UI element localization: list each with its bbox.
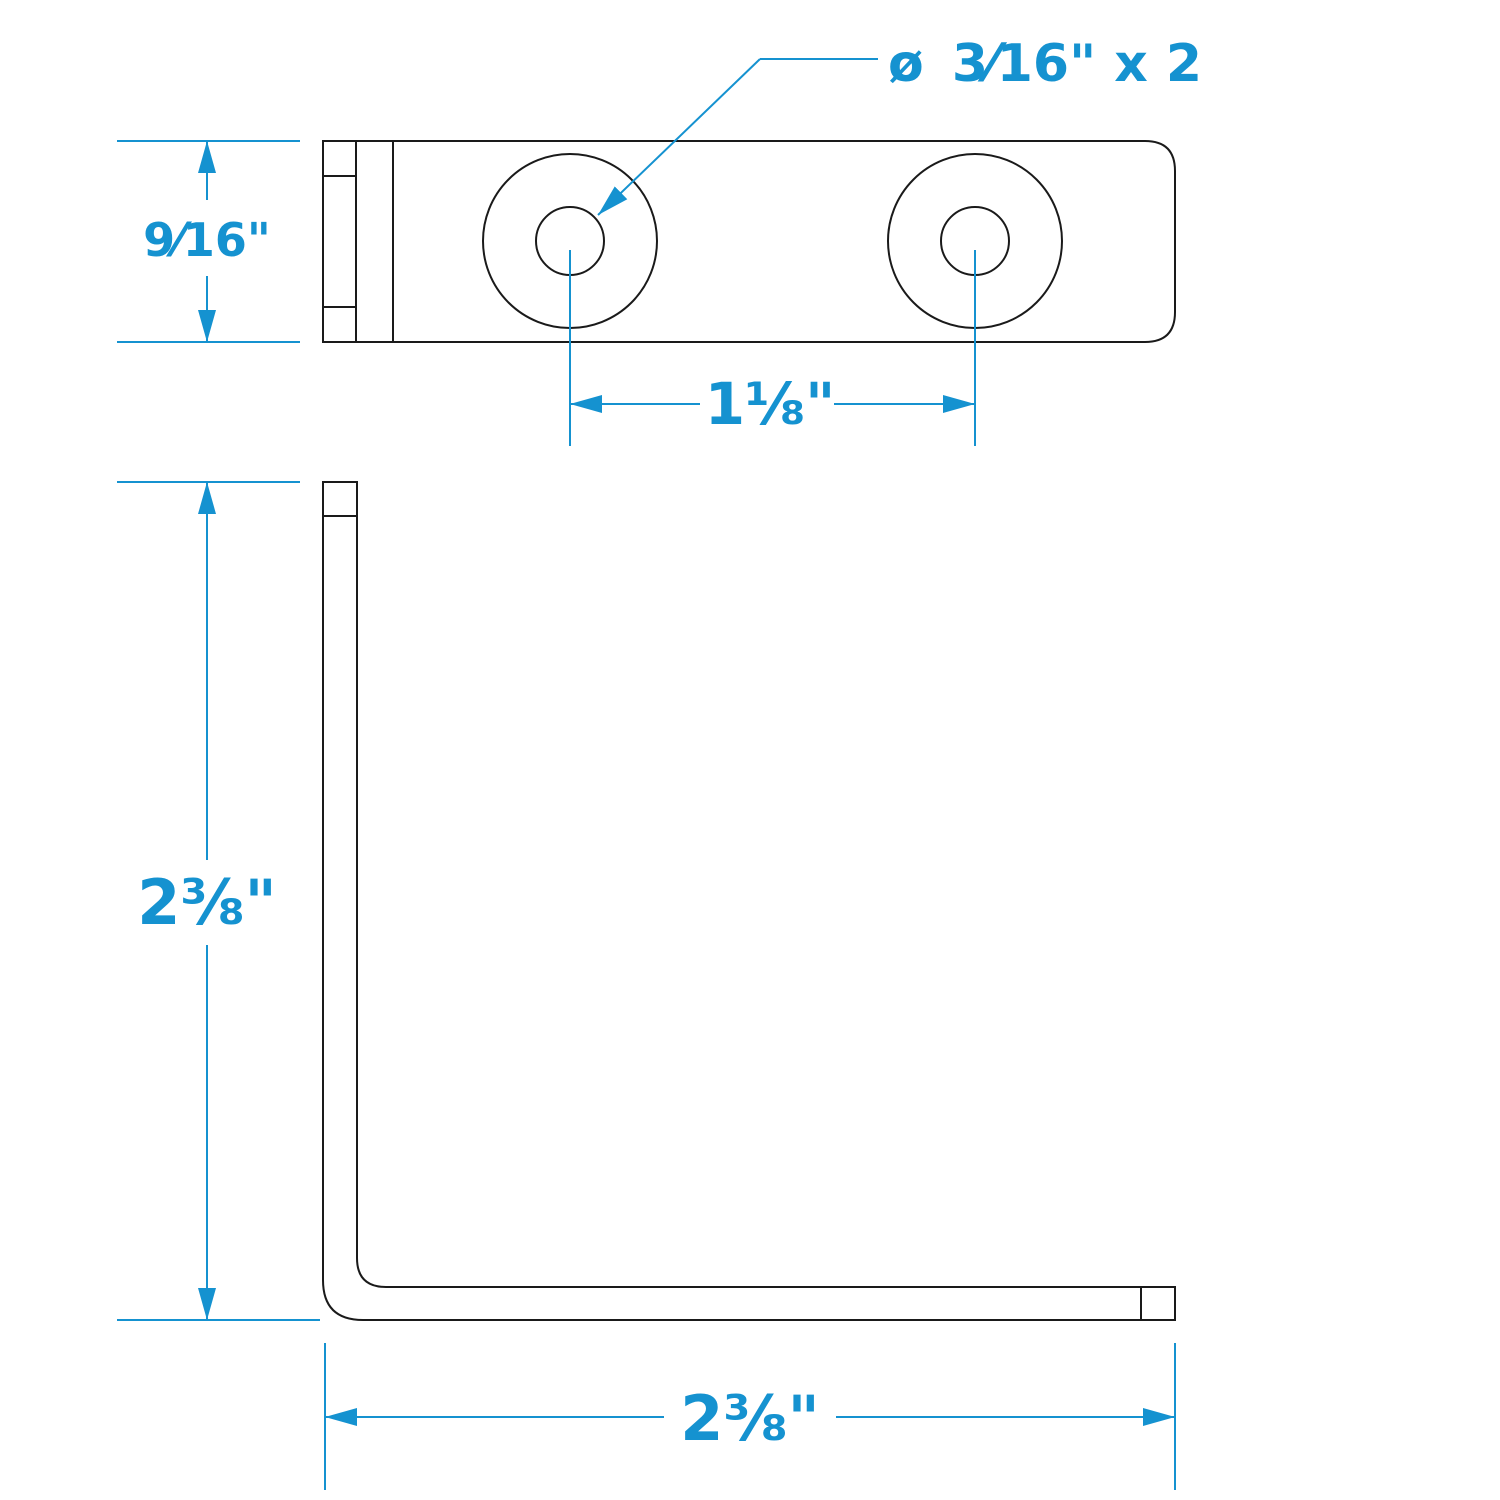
bottom-length-label: 2⅜" [680, 1382, 820, 1455]
leader-line-diagonal [597, 58, 761, 216]
dimension-hole-spacing: 1⅛" [569, 250, 976, 446]
side-height-label: 2⅜" [137, 866, 277, 939]
side-view [322, 481, 1176, 1321]
top-width-label: 9⁄16" [143, 213, 271, 267]
hole-spacing-label: 1⅛" [705, 370, 836, 438]
callout-hole-diameter: ø 3⁄16" x 2 [597, 34, 1202, 216]
dimension-bottom-length: 2⅜" [324, 1343, 1176, 1490]
side-view-outline [322, 481, 1176, 1321]
diameter-symbol: ø [888, 34, 924, 94]
dimension-side-height: 2⅜" [117, 481, 320, 1321]
hole-diameter-value: 3⁄16" x 2 [952, 34, 1202, 94]
hole-diameter-label: ø 3⁄16" x 2 [888, 34, 1202, 94]
top-view [322, 140, 1176, 343]
dimension-top-width: 9⁄16" [117, 140, 300, 343]
top-view-outline [322, 140, 1176, 343]
